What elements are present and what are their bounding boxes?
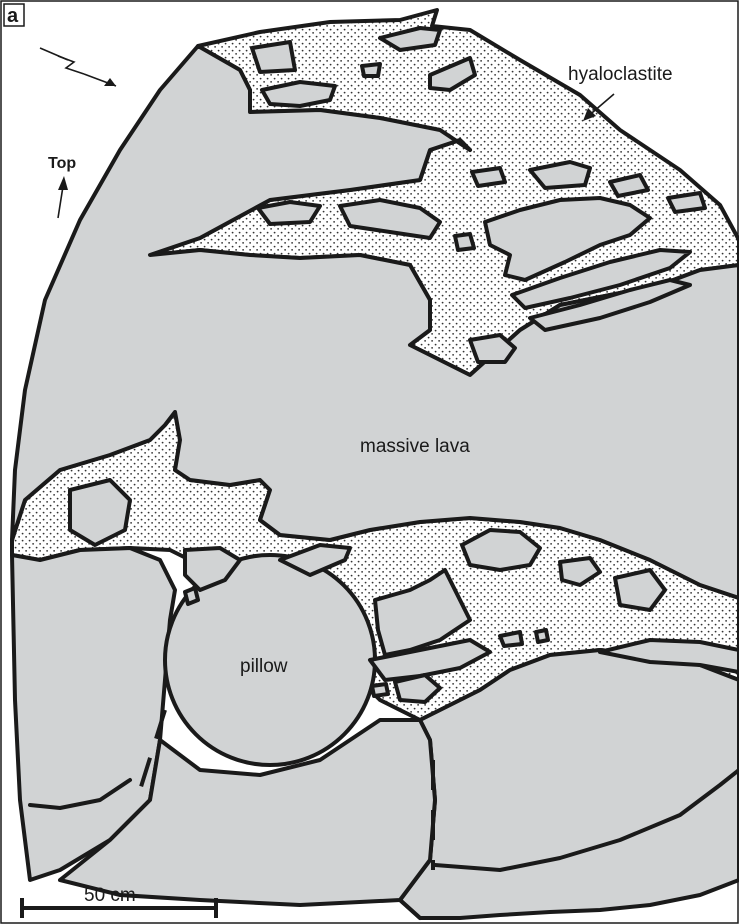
panel-label: a — [7, 5, 19, 27]
pillow-label: pillow — [240, 656, 288, 677]
clast — [258, 202, 320, 224]
clast — [252, 42, 295, 72]
clast — [362, 64, 380, 76]
massive-lava-label: massive lava — [360, 436, 470, 457]
clast — [185, 588, 198, 604]
clast — [668, 193, 705, 212]
clast — [472, 168, 505, 186]
clast — [500, 632, 522, 646]
clast — [372, 684, 388, 696]
scale-label: 50 cm — [84, 885, 136, 906]
lightning-arrow-icon — [40, 48, 116, 86]
hyaloclastite-label: hyaloclastite — [568, 64, 673, 85]
clast — [455, 234, 474, 250]
up-arrow-icon — [58, 176, 68, 218]
top-label: Top — [48, 155, 76, 172]
clast — [536, 630, 548, 642]
